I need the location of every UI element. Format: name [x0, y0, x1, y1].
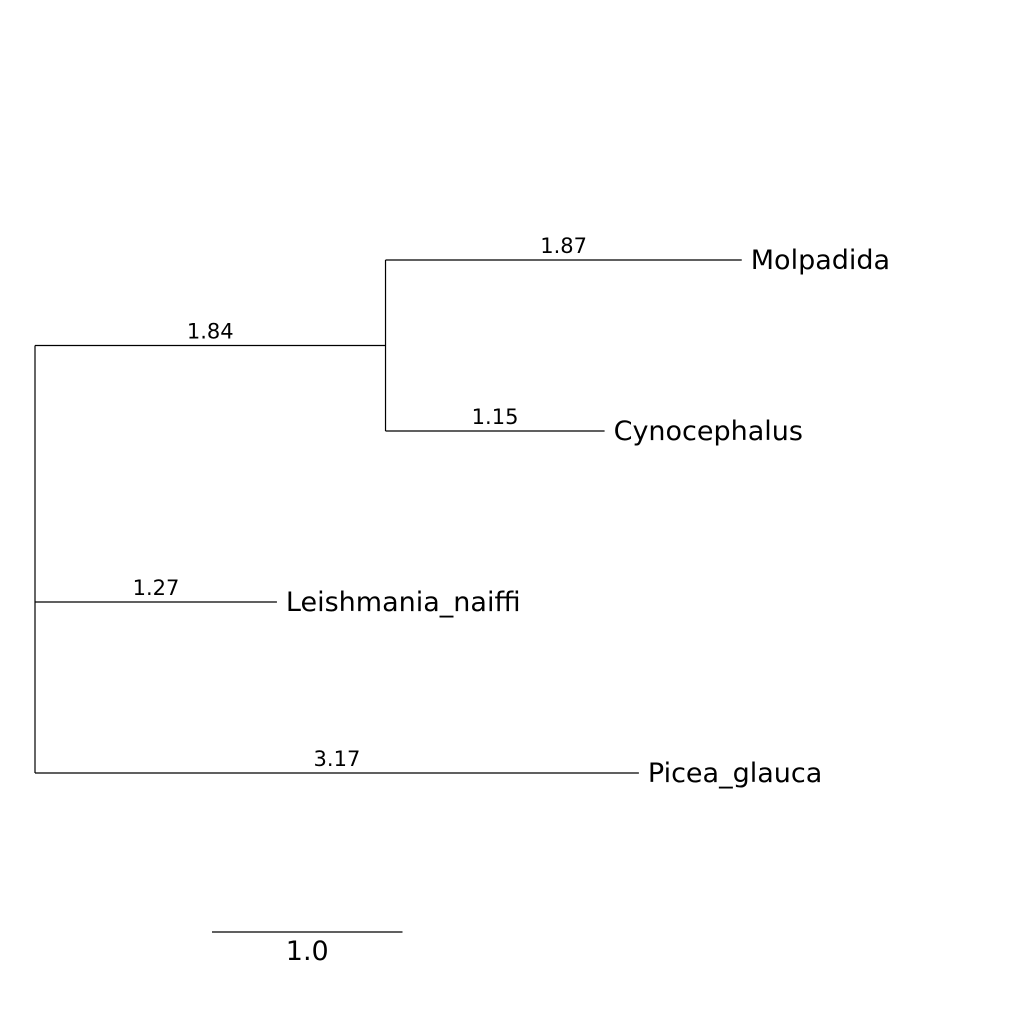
branch-length-label: 3.17 [314, 747, 361, 771]
tree-branches [34, 259, 742, 774]
branch-length-label: 1.84 [187, 320, 234, 344]
tip-label-molpadida: Molpadida [751, 245, 890, 276]
branch-length-label: 1.27 [133, 576, 180, 600]
tip-label-picea-glauca: Picea_glauca [648, 758, 822, 789]
tip-label-cynocephalus: Cynocephalus [614, 416, 803, 447]
tree-labels: 1.84 1.87 Molpadida 1.15 Cynocephalus 1.27 Lei… [133, 234, 890, 789]
branch-length-label: 1.15 [472, 405, 519, 429]
branch-length-label: 1.87 [540, 234, 587, 258]
tip-label-leishmania-naiffi: Leishmania_naiffi [286, 587, 521, 618]
scale-bar-label: 1.0 [286, 936, 329, 967]
scale-bar: 1.0 [212, 931, 403, 967]
